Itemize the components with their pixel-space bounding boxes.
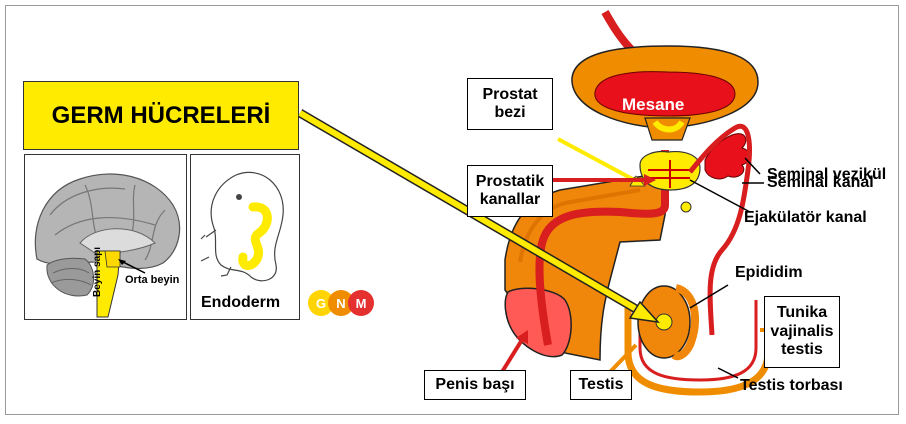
tunica-label-box: Tunika vajinalis testis (764, 296, 840, 368)
seminal-vesicle (705, 134, 750, 179)
ejaculatory-duct-label: Ejakülatör kanal (744, 210, 867, 226)
prostate-label: Prostat bezi (480, 86, 540, 123)
prostatic-ducts-label-box: Prostatik kanallar (467, 165, 553, 217)
bulbourethral-gland (681, 202, 691, 212)
prostatic-ducts-label: Prostatik kanallar (470, 173, 550, 210)
seminal-duct-label: Seminal kanal (767, 175, 874, 191)
penis-head-label-box: Penis başı (424, 370, 526, 400)
bladder-label: Mesane (622, 96, 684, 113)
penis-head-label: Penis başı (435, 376, 514, 394)
prostate-label-box: Prostat bezi (467, 78, 553, 130)
testis-label: Testis (578, 376, 623, 394)
tunica-label: Tunika vajinalis testis (767, 304, 837, 359)
scrotum-label: Testis torbası (740, 378, 843, 394)
epididymis-label: Epididim (735, 265, 803, 281)
testis-label-box: Testis (570, 370, 632, 400)
